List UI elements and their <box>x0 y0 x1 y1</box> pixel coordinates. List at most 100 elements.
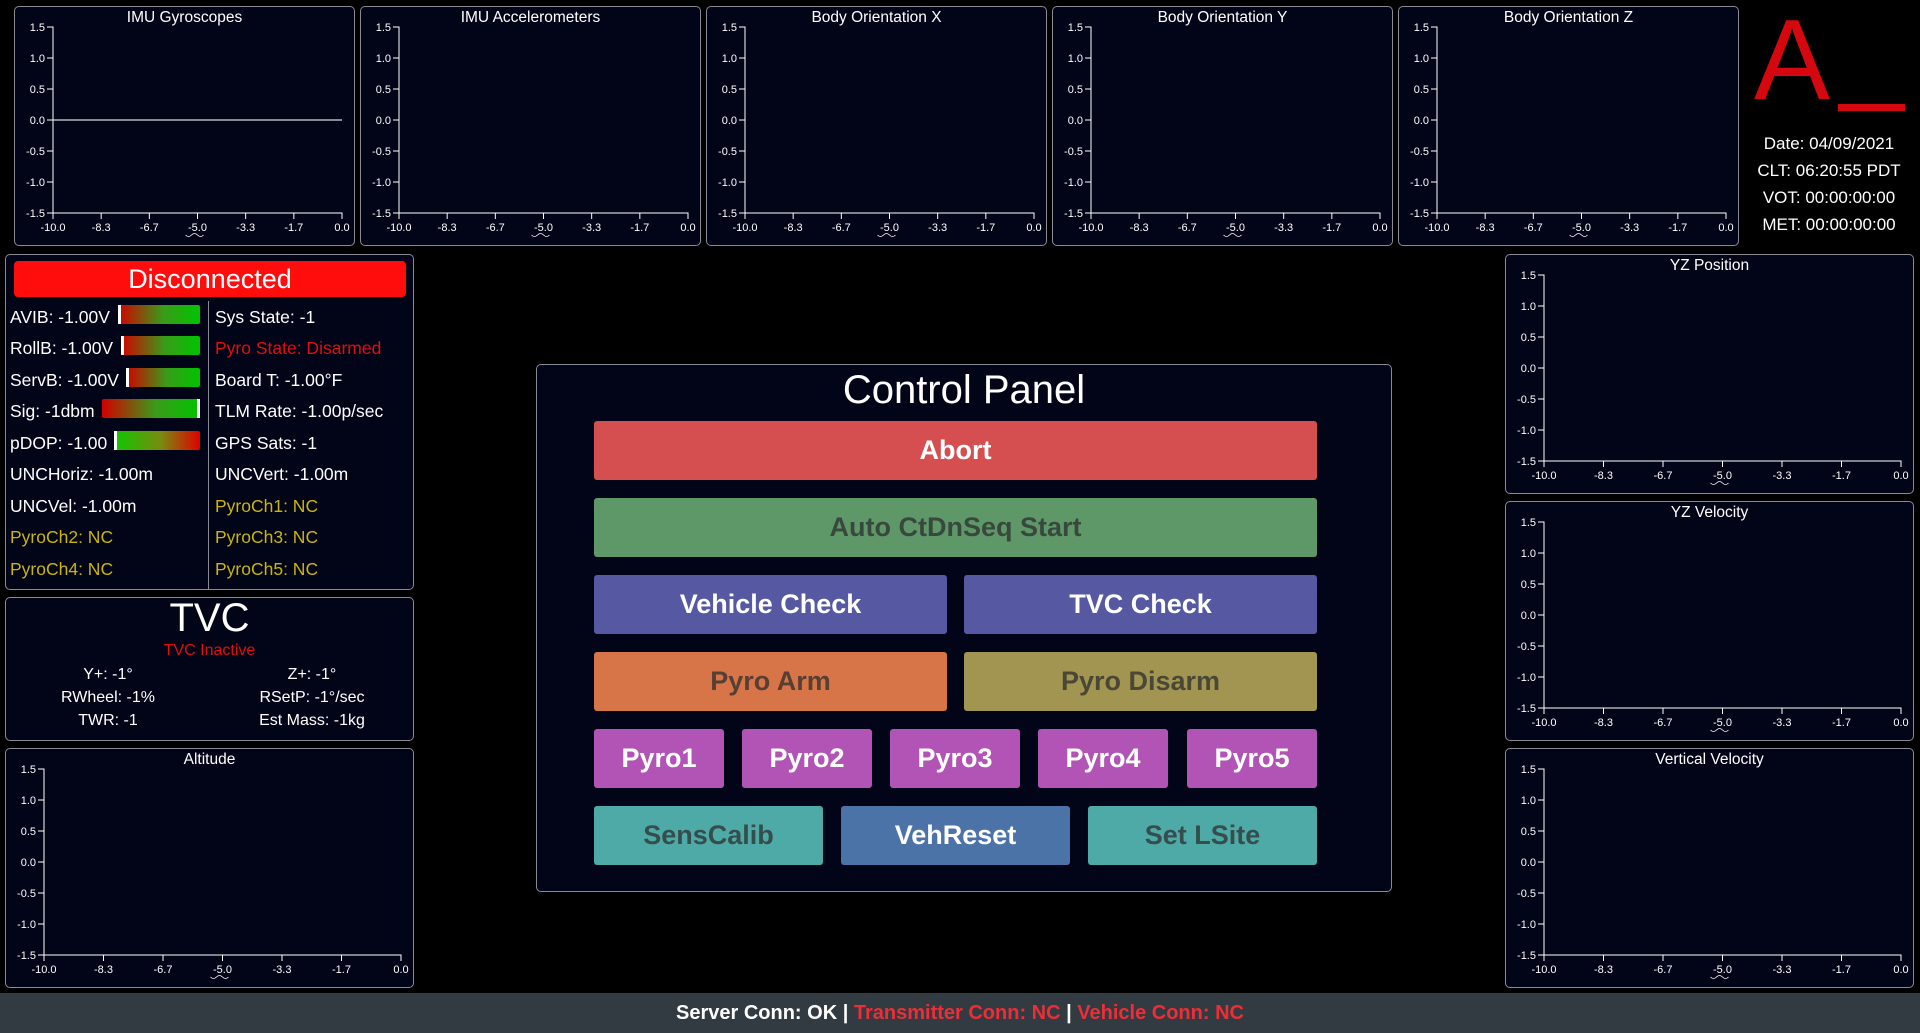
vot-display: VOT: 00:00:00:00 <box>1762 188 1896 207</box>
tvc-rsetp: RSetP: -1°/sec <box>259 689 365 706</box>
clt-display: CLT: 06:20:55 PDT <box>1757 161 1901 180</box>
abort-button[interactable]: Abort <box>594 421 1317 480</box>
body-orientation-x-chart: Body Orientation X1.51.00.50.0-0.5-1.0-1… <box>718 9 1042 237</box>
sig-gauge <box>102 399 200 418</box>
tvc-status: TVC Inactive <box>163 642 256 659</box>
vehicle-check-button[interactable]: Vehicle Check <box>594 575 947 634</box>
unchoriz-readout: UNCHoriz: -1.00m <box>10 464 153 484</box>
x-tick-label: -6.7 <box>1654 717 1673 729</box>
auto-countdown-start-button[interactable]: Auto CtDnSeq Start <box>594 498 1317 557</box>
y-tick-label: 1.0 <box>376 53 391 65</box>
pyro2-button[interactable]: Pyro2 <box>742 729 872 788</box>
connection-footer: Server Conn: OK | Transmitter Conn: NC |… <box>0 993 1920 1033</box>
x-tick-label: -10.0 <box>386 222 411 234</box>
y-tick-label: 0.5 <box>21 826 36 838</box>
uncvel-readout: UNCVel: -1.00m <box>10 496 137 516</box>
x-tick-label: -8.3 <box>1476 222 1495 234</box>
y-tick-label: 0.5 <box>1414 84 1429 96</box>
x-tick-label: -1.7 <box>284 222 303 234</box>
x-tick-label: 0.0 <box>1372 222 1387 234</box>
x-tick-label: -6.7 <box>154 964 173 976</box>
body-orientation-z-chart: Body Orientation Z1.51.00.50.0-0.5-1.0-1… <box>1410 9 1734 237</box>
y-tick-label: 0.0 <box>1068 115 1083 127</box>
control-panel-title: Control Panel <box>842 368 1086 412</box>
x-tick-label: -10.0 <box>1531 717 1556 729</box>
pyroch5-readout: PyroCh5: NC <box>215 559 319 579</box>
y-tick-label: -1.0 <box>718 177 737 189</box>
vehicle-conn-status: Vehicle Conn: NC <box>1077 1002 1244 1024</box>
x-axis-marker <box>877 233 896 237</box>
x-tick-label: -1.7 <box>1668 222 1687 234</box>
x-tick-label: 0.0 <box>680 222 695 234</box>
uncvert-readout: UNCVert: -1.00m <box>215 464 349 484</box>
y-tick-label: 1.5 <box>376 22 391 34</box>
set-lsite-button[interactable]: Set LSite <box>1088 806 1317 865</box>
y-tick-label: -0.5 <box>1517 888 1536 900</box>
y-tick-label: 1.0 <box>1521 548 1536 560</box>
x-axis-marker <box>185 233 204 237</box>
y-tick-label: -1.0 <box>1064 177 1083 189</box>
x-tick-label: -5.0 <box>880 222 899 234</box>
x-tick-label: -5.0 <box>1226 222 1245 234</box>
y-tick-label: 0.0 <box>1521 857 1536 869</box>
pyro4-button[interactable]: Pyro4 <box>1038 729 1168 788</box>
x-tick-label: -8.3 <box>1594 470 1613 482</box>
footer-separator: | <box>837 1002 854 1024</box>
servb-gauge <box>126 368 200 387</box>
x-tick-label: -3.3 <box>1274 222 1293 234</box>
x-tick-label: -6.7 <box>832 222 851 234</box>
pyro-arm-button[interactable]: Pyro Arm <box>594 652 947 711</box>
pyro-disarm-button[interactable]: Pyro Disarm <box>964 652 1317 711</box>
y-tick-label: -1.5 <box>1410 208 1429 220</box>
y-tick-label: -1.0 <box>1517 919 1536 931</box>
pdop-gauge-marker <box>114 431 117 450</box>
x-tick-label: -3.3 <box>1620 222 1639 234</box>
pyroch1-readout: PyroCh1: NC <box>215 496 319 516</box>
control-panel: Control Panel Abort Auto CtDnSeq Start V… <box>536 364 1392 892</box>
x-tick-label: -6.7 <box>1654 964 1673 976</box>
x-tick-label: -1.7 <box>1832 470 1851 482</box>
chart-title: Vertical Velocity <box>1655 751 1764 768</box>
x-tick-label: -8.3 <box>784 222 803 234</box>
sens-calib-button[interactable]: SensCalib <box>594 806 823 865</box>
x-tick-label: -6.7 <box>140 222 159 234</box>
y-tick-label: 1.5 <box>1068 22 1083 34</box>
met-display: MET: 00:00:00:00 <box>1762 215 1896 234</box>
x-tick-label: -5.0 <box>1713 964 1732 976</box>
tvc-zplus: Z+: -1° <box>287 666 337 683</box>
pyro5-button[interactable]: Pyro5 <box>1187 729 1317 788</box>
x-axis-marker <box>531 233 550 237</box>
imu-gyroscopes-chart: IMU Gyroscopes1.51.00.50.0-0.5-1.0-1.5-1… <box>26 9 350 237</box>
sig-gauge-marker <box>197 399 200 418</box>
x-tick-label: -5.0 <box>1713 717 1732 729</box>
veh-reset-button[interactable]: VehReset <box>841 806 1070 865</box>
y-tick-label: -1.0 <box>1410 177 1429 189</box>
x-tick-label: -5.0 <box>213 964 232 976</box>
avib-gauge <box>118 305 200 324</box>
pyroch3-readout: PyroCh3: NC <box>215 527 319 547</box>
pyroch2-readout: PyroCh2: NC <box>10 527 114 547</box>
x-axis-marker <box>1710 481 1729 485</box>
x-tick-label: -3.3 <box>1773 717 1792 729</box>
y-tick-label: 0.0 <box>376 115 391 127</box>
y-tick-label: 0.5 <box>30 84 45 96</box>
x-tick-label: 0.0 <box>1893 717 1908 729</box>
altitude-chart: Altitude1.51.00.50.0-0.5-1.0-1.5-10.0-8.… <box>17 751 409 979</box>
x-tick-label: 0.0 <box>1893 964 1908 976</box>
tvc-check-button[interactable]: TVC Check <box>964 575 1317 634</box>
tvc-title: TVC <box>169 596 250 640</box>
y-tick-label: -1.0 <box>1517 672 1536 684</box>
x-tick-label: -8.3 <box>1594 717 1613 729</box>
pyro1-button[interactable]: Pyro1 <box>594 729 724 788</box>
y-tick-label: 0.0 <box>21 857 36 869</box>
x-tick-label: -6.7 <box>1654 470 1673 482</box>
chart-title: IMU Gyroscopes <box>127 9 243 26</box>
y-tick-label: 1.0 <box>1521 301 1536 313</box>
x-axis-marker <box>1569 233 1588 237</box>
y-tick-label: -0.5 <box>372 146 391 158</box>
pyro3-button[interactable]: Pyro3 <box>890 729 1020 788</box>
x-axis-marker <box>1223 233 1242 237</box>
x-tick-label: -1.7 <box>332 964 351 976</box>
